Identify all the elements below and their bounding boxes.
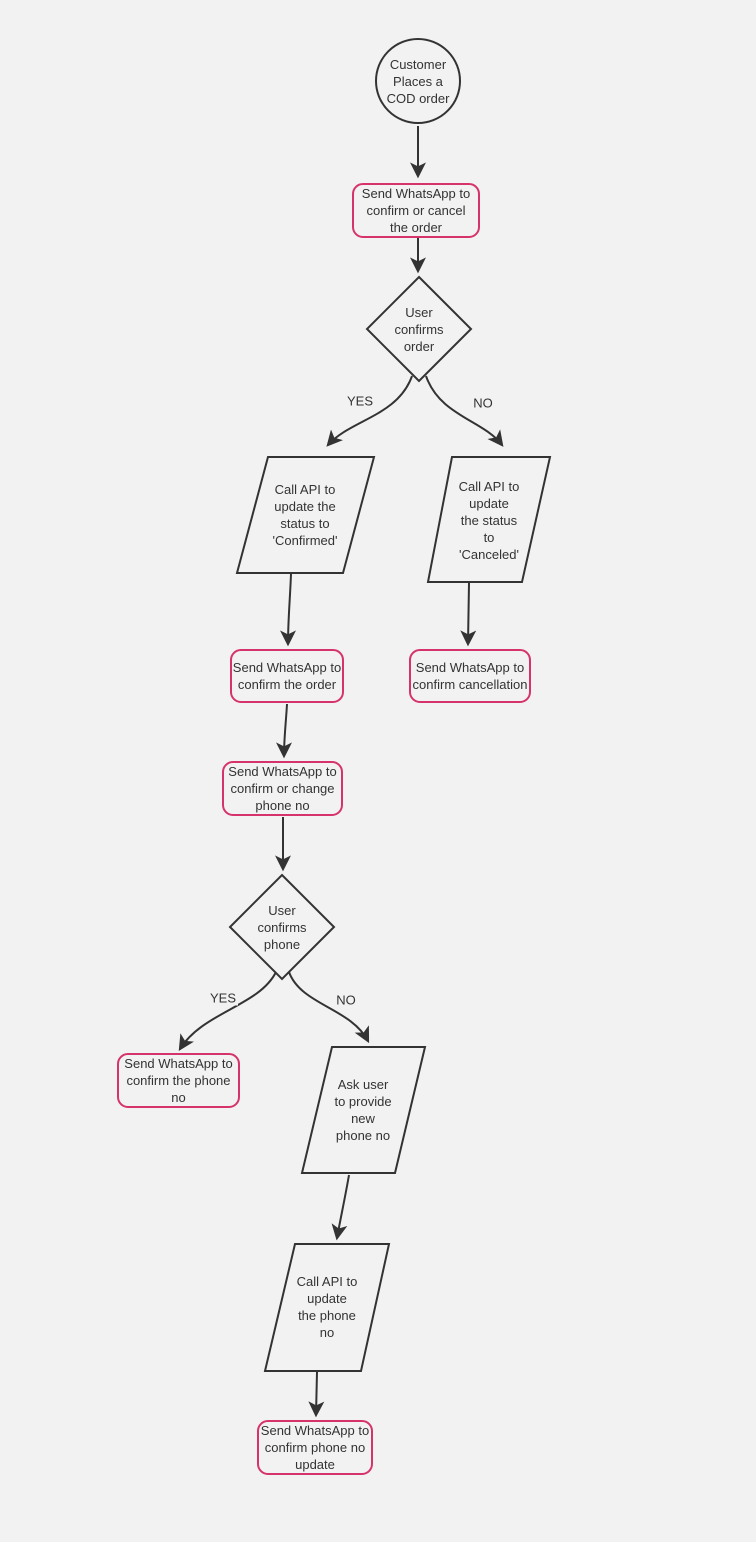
api-status-canceled-shape: [426, 456, 552, 583]
decision-phone-shape: [228, 873, 336, 981]
send-confirm-phone-node: Send WhatsApp to confirm the phone no: [117, 1053, 240, 1108]
send-confirm-order-node: Send WhatsApp to confirm the order: [230, 649, 344, 703]
edge-order-no: [425, 375, 504, 447]
send-confirm-or-change-phone-node: Send WhatsApp to confirm or change phone…: [222, 761, 343, 816]
decision-order-shape: [365, 275, 473, 383]
edge-label-phone-yes: YES: [207, 990, 239, 1006]
api-update-phone-label: Call API to update the phone no: [296, 1274, 358, 1340]
decision-order-label: User confirms order: [394, 304, 444, 354]
ask-new-phone-shape: [300, 1046, 427, 1174]
edge-label-phone-no: NO: [334, 992, 358, 1008]
api-status-confirmed-shape: [235, 456, 376, 574]
decision-phone-label: User confirms phone: [257, 902, 307, 952]
edge-order-yes: [326, 375, 413, 447]
edge-confirmed-to-send-confirm-order: [280, 573, 297, 647]
edge-confirm-order-to-change-phone: [276, 703, 293, 759]
edge-label-order-yes: YES: [344, 393, 376, 409]
edge-ask-to-api-update-phone: [331, 1174, 350, 1241]
start-node: Customer Places a COD order: [375, 38, 461, 124]
edge-label-order-no: NO: [471, 395, 495, 411]
api-status-canceled-label: Call API to update the status to 'Cancel…: [458, 478, 520, 562]
edge-canceled-to-send-confirm-cancellation: [460, 582, 477, 647]
api-update-phone-shape: [263, 1243, 391, 1372]
ask-new-phone-label: Ask user to provide new phone no: [334, 1077, 392, 1143]
api-status-confirmed-label: Call API to update the status to 'Confir…: [272, 482, 338, 548]
send-confirm-cancellation-node: Send WhatsApp to confirm cancellation: [409, 649, 531, 703]
send-confirm-phone-update-node: Send WhatsApp to confirm phone no update: [257, 1420, 373, 1475]
edge-api-update-to-send-confirm-update: [308, 1371, 325, 1418]
edge-phone-yes: [178, 971, 277, 1052]
send-confirm-or-cancel-node: Send WhatsApp to confirm or cancel the o…: [352, 183, 480, 238]
edge-phone-no: [288, 971, 370, 1044]
